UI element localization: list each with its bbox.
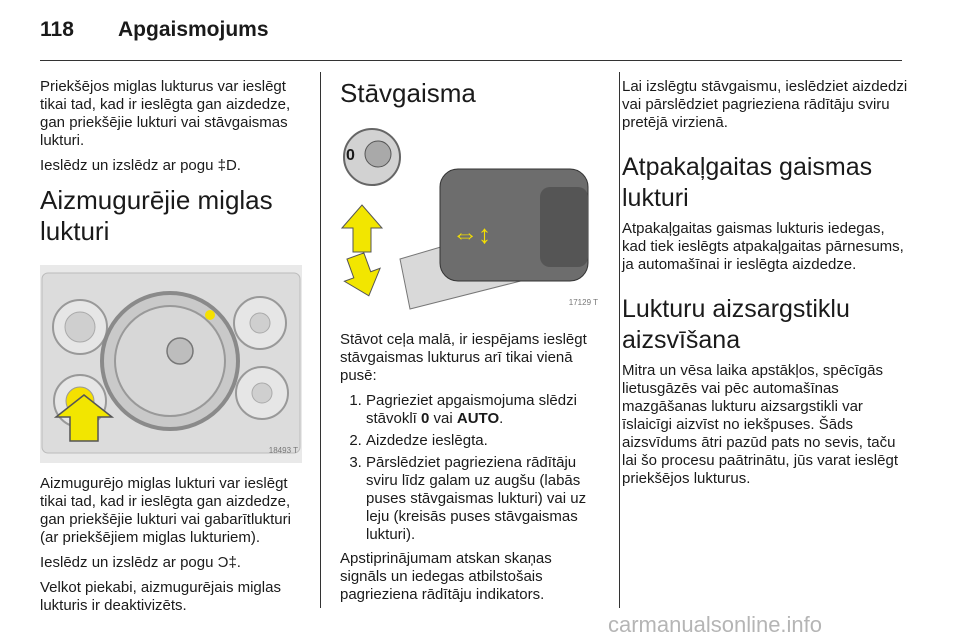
paragraph: Priekšējos miglas lukturus var ieslēgt t…: [40, 78, 291, 149]
section-heading: Lukturu aizsargstiklu aizsvīšana: [622, 295, 850, 354]
page-title: Apgaismojums: [118, 18, 269, 41]
list-item: Aizdedze ieslēgta.: [366, 432, 602, 450]
paragraph: Stāvot ceļa malā, ir iespējams ieslēgt s…: [340, 331, 587, 384]
figure-rear-fog-switch: 18493 T: [40, 265, 302, 463]
light-switch-illustration: [41, 272, 301, 454]
figure-number: 18493 T: [268, 446, 298, 455]
section-heading: Aizmugurējie miglas lukturi: [40, 185, 273, 246]
switch-position-label: 0: [346, 147, 355, 164]
paragraph: Ieslēdz un izslēdz ar pogu ‡D.: [40, 157, 241, 174]
section-heading: Atpakaļgaitas gaismas lukturi: [622, 153, 873, 212]
column-divider: [320, 72, 321, 608]
paragraph: Ieslēdz un izslēdz ar pogu Ɔ‡.: [40, 554, 241, 571]
list-item: Pārslēdziet pagrieziena rādītāju sviru l…: [366, 454, 602, 544]
paragraph: Aizmugurējo miglas lukturi var ieslēgt t…: [40, 475, 291, 546]
paragraph: Lai izslēgtu stāvgaismu, ieslēdziet aizd…: [622, 78, 908, 131]
watermark: carmanualsonline.info: [608, 612, 823, 637]
paragraph: Velkot piekabi, aizmugurējais miglas luk…: [40, 579, 281, 614]
header-rule: [40, 60, 902, 61]
paragraph: Apstiprinājumam atskan skaņas signāls un…: [340, 550, 552, 603]
pointer-arrow-icon: [54, 394, 114, 442]
figure-parking-light: 0 ⇔↕ 17129 T: [340, 117, 602, 315]
page-header: 118 Apgaismojums: [40, 18, 269, 42]
numbered-list: Pagrieziet apgaismojuma slēdzi stāvoklī …: [340, 392, 602, 544]
section-heading: Stāvgaisma: [340, 78, 476, 108]
turn-indicator-arrows-icon: ⇔↕: [452, 219, 491, 249]
list-item: Pagrieziet apgaismojuma slēdzi stāvoklī …: [366, 392, 602, 428]
turn-signal-lever-illustration: [340, 128, 589, 310]
page-number: 118: [40, 18, 74, 41]
column-divider: [619, 72, 620, 608]
figure-number: 17129 T: [568, 298, 598, 307]
paragraph: Atpakaļgaitas gaismas lukturis iedegas, …: [622, 220, 904, 273]
column-2: Stāvgaisma 0 ⇔↕ 17129 T Stāvot ceļa malā…: [340, 78, 602, 611]
column-3: Lai izslēgtu stāvgaismu, ieslēdziet aizd…: [622, 78, 912, 495]
paragraph: Mitra un vēsa laika apstākļos, spēcīgās …: [622, 362, 898, 487]
column-1: Priekšējos miglas lukturus var ieslēgt t…: [40, 78, 308, 622]
